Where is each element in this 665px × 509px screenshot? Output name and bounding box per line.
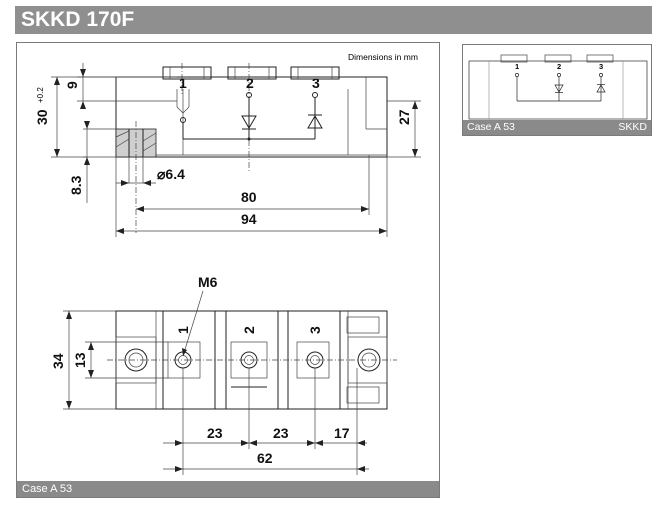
mini-technical-drawing: 1 2 3 [468, 54, 648, 120]
terminal-label-3: 3 [312, 75, 320, 91]
side-view-body [115, 63, 388, 233]
dim-8-3: 8.3 [68, 175, 84, 195]
top-terminal-label-2: 2 [241, 326, 257, 334]
mini-caption: Case A 53 SKKD [463, 120, 651, 135]
mini-caption-left: Case A 53 [467, 121, 515, 133]
top-terminal-label-1: 1 [175, 326, 191, 334]
top-view-labels: 1 2 3 M6 [175, 274, 323, 357]
dim-30-tolerance: +0.2 [36, 87, 45, 103]
mini-terminal-label-2: 2 [557, 62, 561, 71]
dim-27: 27 [396, 109, 412, 125]
main-caption-text: Case A 53 [22, 483, 73, 495]
page-title: SKKD 170F [15, 6, 652, 34]
top-terminal-label-3: 3 [307, 326, 323, 334]
mini-caption-right: SKKD [618, 121, 647, 133]
main-technical-drawing: Dimensions in mm [34, 52, 421, 475]
dim-94: 94 [241, 211, 257, 227]
dim-34: 34 [50, 353, 66, 369]
dim-13: 13 [72, 352, 88, 368]
dim-23-b: 23 [273, 425, 289, 441]
vertical-dimensions-top: 34 13 [50, 310, 168, 410]
main-drawing-panel: Dimensions in mm [16, 42, 440, 498]
dimensions-note: Dimensions in mm [348, 52, 418, 62]
dim-m6: M6 [198, 274, 218, 290]
dim-17: 17 [334, 425, 350, 441]
mini-terminal-label-1: 1 [515, 62, 519, 71]
terminal-label-2: 2 [246, 75, 254, 91]
dim-diameter: ⌀6.4 [157, 166, 185, 182]
dim-30: 30 [34, 109, 50, 125]
mini-drawing-panel: 1 2 3 Case A 53 SKKD [462, 44, 652, 136]
dim-23-a: 23 [207, 425, 223, 441]
vertical-dimension-right: 27 [387, 100, 421, 158]
horizontal-dimensions-side: 80 94 [115, 155, 388, 237]
side-view-circuit: 1 2 3 [176, 75, 323, 141]
vertical-dimensions-left: 30 +0.2 9 8.3 [34, 63, 177, 203]
dim-62: 62 [257, 450, 273, 466]
horizontal-dimensions-top: 23 23 17 62 [163, 368, 369, 475]
top-view-body [107, 310, 397, 410]
dim-9: 9 [64, 81, 80, 89]
mini-terminal-label-3: 3 [599, 62, 603, 71]
dim-80: 80 [241, 189, 257, 205]
title-text: SKKD 170F [21, 8, 135, 31]
terminal-label-1: 1 [179, 75, 187, 91]
main-caption: Case A 53 [17, 481, 439, 497]
diameter-dimension: ⌀6.4 [116, 157, 185, 186]
